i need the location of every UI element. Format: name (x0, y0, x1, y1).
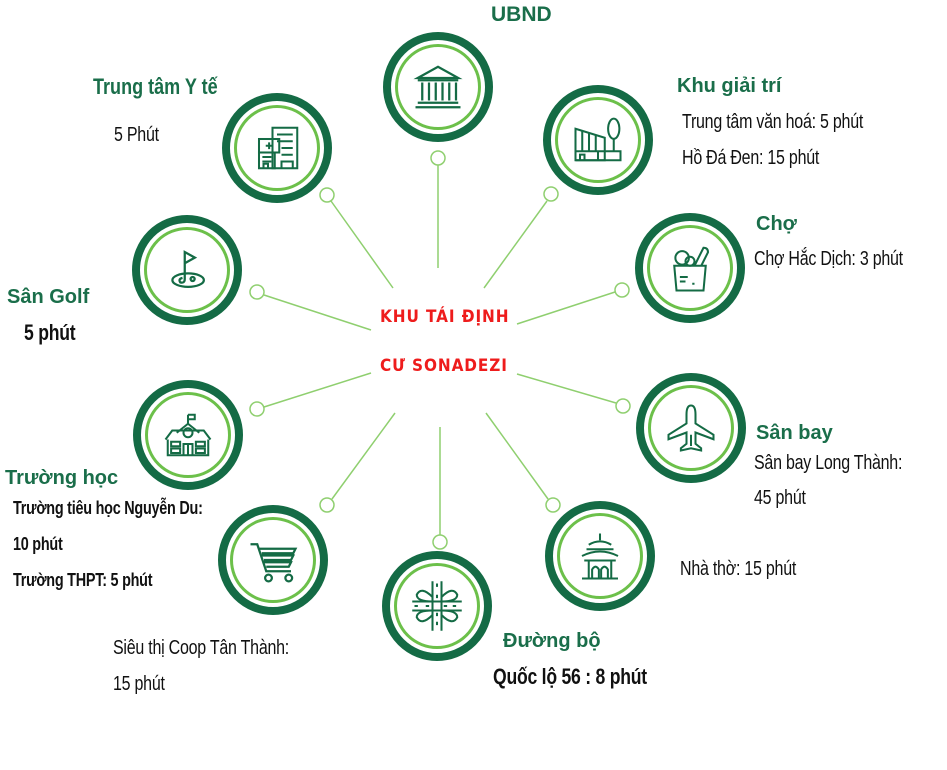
shopping-cart-icon (250, 543, 298, 583)
medical-title: Trung tâm Y tế (93, 74, 218, 99)
entertainment-hub (543, 85, 653, 195)
market-title: Chợ (756, 213, 797, 235)
golf-title: Sân Golf (7, 286, 90, 308)
road-title: Đường bộ (503, 630, 601, 652)
school-hub (133, 380, 243, 490)
entertainment-detail-2: Hồ Đá Đen: 15 phút (682, 147, 820, 169)
airport-detail-1: Sân bay Long Thành: (754, 452, 903, 474)
church-hub (545, 501, 655, 611)
church-detail: Nhà thờ: 15 phút (680, 558, 797, 580)
entertainment-title: Khu giải trí (677, 75, 782, 97)
road-hub (382, 551, 492, 661)
medical-hub (222, 93, 332, 203)
airport-title: Sân bay (756, 422, 833, 444)
center-title-line1: KHU TÁI ĐỊNH (380, 307, 510, 327)
school-title: Trường học (5, 467, 119, 489)
ubnd-hub (383, 32, 493, 142)
golf-flag-icon (171, 250, 205, 288)
supermarket-hub (218, 505, 328, 615)
airport-detail-2: 45 phút (754, 487, 806, 509)
ubnd-title: UBND (491, 3, 552, 26)
supermarket-detail-2: 15 phút (113, 673, 165, 695)
highway-interchange-icon (412, 581, 462, 631)
grocery-bag-icon (673, 246, 710, 292)
government-building-icon (413, 65, 463, 109)
market-detail: Chợ Hắc Dịch: 3 phút (754, 248, 903, 270)
airport-hub (636, 373, 746, 483)
medical-detail: 5 Phút (114, 124, 159, 146)
road-detail: Quốc lộ 56 : 8 phút (493, 664, 647, 689)
golf-hub (132, 215, 242, 325)
pagoda-icon (581, 533, 619, 580)
entertainment-detail-1: Trung tâm văn hoá: 5 phút (682, 111, 864, 133)
school-detail-3: Trường THPT: 5 phút (13, 570, 153, 590)
school-detail-2: 10 phút (13, 534, 63, 554)
market-hub (635, 213, 745, 323)
airplane-icon (667, 404, 715, 452)
supermarket-detail-1: Siêu thị Coop Tân Thành: (113, 637, 289, 659)
golf-detail: 5 phút (24, 320, 76, 345)
school-icon (164, 413, 212, 457)
school-detail-1: Trường tiêu học Nguyễn Du: (13, 498, 203, 518)
hospital-icon (257, 126, 299, 170)
center-title-line2: CƯ SONADEZI (380, 356, 508, 376)
park-building-icon (574, 117, 622, 162)
